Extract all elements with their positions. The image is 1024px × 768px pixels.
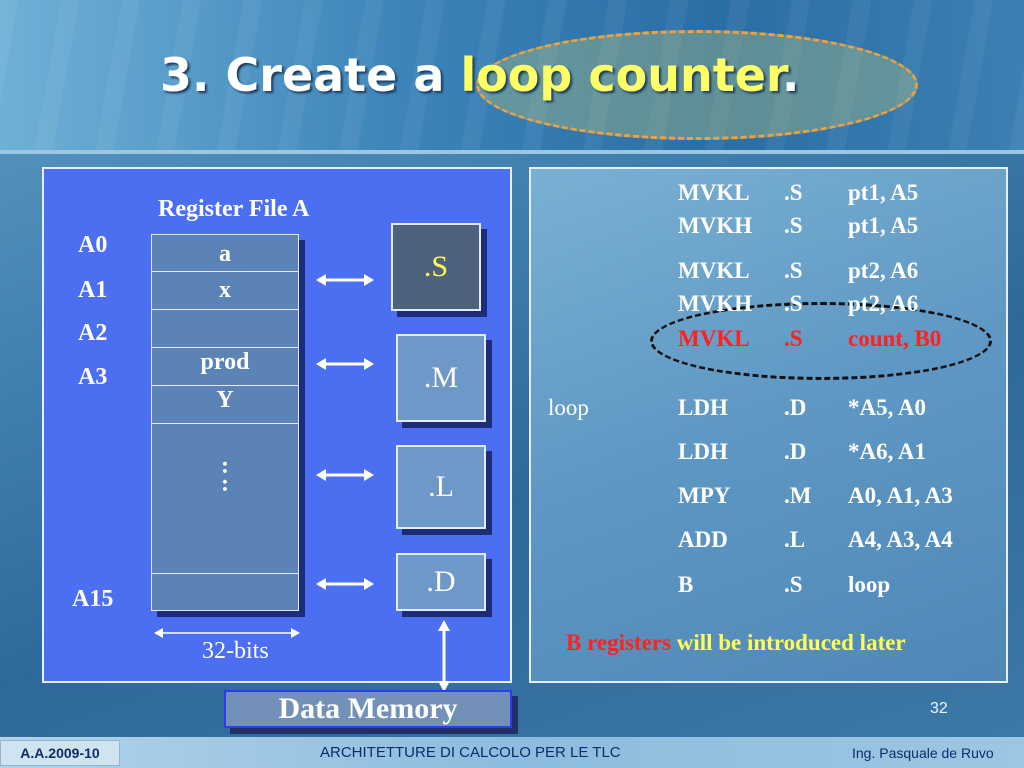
register-name-a15: A15 [72,586,114,612]
code-op: LDH [678,439,728,464]
register-name-a3: A3 [78,364,108,390]
code-op: MVKL [678,180,750,205]
register-file: a x prod Y :: [151,234,299,611]
code-args: loop [848,572,891,597]
code-op: LDH [678,395,728,420]
code-op-highlighted: MVKL [678,326,750,351]
code-unit: .M [784,483,812,508]
code-args: pt1, A5 [848,180,919,205]
page-number: 32 [930,700,948,717]
register-name-a2: A2 [78,320,108,346]
code-op: B [678,572,694,597]
register-ellipsis: :: [152,454,298,496]
unit-m: .M [396,334,486,422]
code-panel [529,167,1008,683]
code-args: pt2, A6 [848,291,919,316]
code-args: *A5, A0 [848,395,926,420]
double-arrow-icon [316,578,374,590]
code-unit: .S [784,572,803,597]
register-cell-a0: a [219,241,231,267]
code-op: MVKH [678,213,753,238]
register-file-label: Register File A [158,196,310,222]
footer-course: ARCHITETTURE DI CALCOLO PER LE TLC [320,744,621,761]
code-unit: .S [784,180,803,205]
footer-author: Ing. Pasquale de Ruvo [852,745,994,761]
title-suffix: . [782,48,800,102]
title-highlight: loop counter [460,48,783,102]
ellipsis-dot: : [221,453,229,479]
register-divider [152,573,298,574]
register-divider [152,309,298,310]
code-op: ADD [678,527,728,552]
highlight-ellipse [650,302,992,380]
register-divider [152,385,298,386]
code-unit: .L [784,527,806,552]
register-name-a0: A0 [78,232,108,258]
footnote-text: will be introduced later [670,630,906,655]
slide-title: 3. Create a loop counter. [160,48,800,118]
footnote-highlight: B registers [566,630,671,655]
register-cell-a3: prod [200,349,250,375]
code-args: A0, A1, A3 [848,483,953,508]
vertical-double-arrow-icon [438,620,450,692]
register-cell-a4: Y [216,387,234,413]
code-args-highlighted: count, B0 [848,326,942,351]
register-divider [152,271,298,272]
title-prefix: 3. Create a [160,48,461,102]
code-unit: .S [784,291,803,316]
code-args: pt1, A5 [848,213,919,238]
unit-l: .L [396,445,486,529]
code-unit: .S [784,258,803,283]
code-op: MPY [678,483,731,508]
double-arrow-icon [316,469,374,481]
register-divider [152,423,298,424]
data-memory-box: Data Memory [224,690,512,728]
bit-width-arrow [154,628,300,638]
register-divider [152,347,298,348]
code-label: loop [548,395,589,420]
code-unit: .S [784,213,803,238]
code-unit: .D [784,395,807,420]
double-arrow-icon [316,358,374,370]
double-arrow-icon [316,274,374,286]
ellipsis-dot: : [221,471,229,497]
bit-width-label: 32-bits [202,638,269,664]
code-unit: .D [784,439,807,464]
register-cell-a1: x [219,277,231,303]
footer-bar [0,737,1024,768]
unit-d: .D [396,553,486,611]
footnote: B registers will be introduced later [566,630,906,656]
footer-year: A.A.2009-10 [0,740,120,766]
unit-s: .S [391,223,481,311]
title-highlight-ellipse [476,30,918,140]
code-args: *A6, A1 [848,439,926,464]
code-op: MVKH [678,291,753,316]
code-unit-highlighted: .S [784,326,803,351]
code-args: pt2, A6 [848,258,919,283]
code-args: A4, A3, A4 [848,527,953,552]
code-op: MVKL [678,258,750,283]
register-name-a1: A1 [78,277,108,303]
